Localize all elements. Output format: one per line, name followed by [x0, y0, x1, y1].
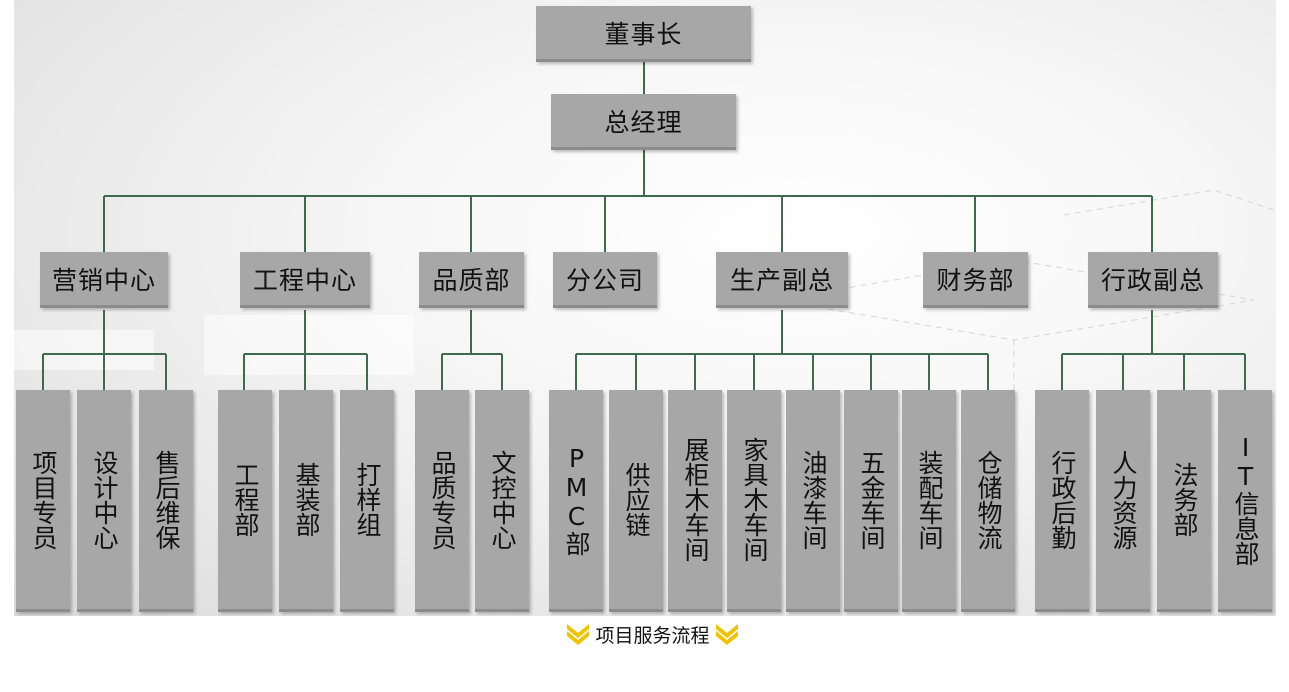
node-furniture-workshop: 家具木车间: [727, 390, 781, 612]
node-engineering-center: 工程中心: [240, 252, 370, 308]
node-human-resources: 人力资源: [1096, 390, 1150, 612]
node-paint-workshop: 油漆车间: [786, 390, 840, 612]
node-pmc-dept: PMC部: [549, 390, 603, 612]
caption-text: 项目服务流程: [595, 624, 710, 647]
node-branch-company: 分公司: [553, 252, 657, 308]
node-after-sales: 售后维保: [139, 390, 193, 612]
node-engineering-dept: 工程部: [218, 390, 272, 612]
node-hardware-workshop: 五金车间: [844, 390, 898, 612]
node-design-center: 设计中心: [77, 390, 131, 612]
node-it-dept: IT信息部: [1218, 390, 1272, 612]
node-admin-logistics: 行政后勤: [1035, 390, 1089, 612]
double-chevron-down-icon: [715, 624, 738, 645]
caption-bar: 项目服务流程: [555, 619, 750, 649]
node-quality-specialist: 品质专员: [415, 390, 469, 612]
node-chairman: 董事长: [536, 6, 751, 62]
background-decoration: [14, 189, 1275, 520]
node-document-control: 文控中心: [475, 390, 529, 612]
double-chevron-down-icon: [567, 624, 590, 645]
node-base-installation: 基装部: [279, 390, 333, 612]
node-marketing-center: 营销中心: [40, 252, 168, 308]
node-showcase-workshop: 展柜木车间: [668, 390, 722, 612]
node-supply-chain: 供应链: [609, 390, 663, 612]
node-admin-vp: 行政副总: [1088, 252, 1218, 308]
node-quality-dept: 品质部: [419, 252, 524, 308]
node-warehouse-logistics: 仓储物流: [961, 390, 1015, 612]
node-assembly-workshop: 装配车间: [902, 390, 956, 612]
node-production-vp: 生产副总: [716, 252, 848, 308]
node-project-specialist: 项目专员: [16, 390, 70, 612]
node-finance-dept: 财务部: [923, 252, 1028, 308]
node-sample-group: 打样组: [340, 390, 394, 612]
node-legal-dept: 法务部: [1157, 390, 1211, 612]
node-general-manager: 总经理: [551, 94, 736, 150]
